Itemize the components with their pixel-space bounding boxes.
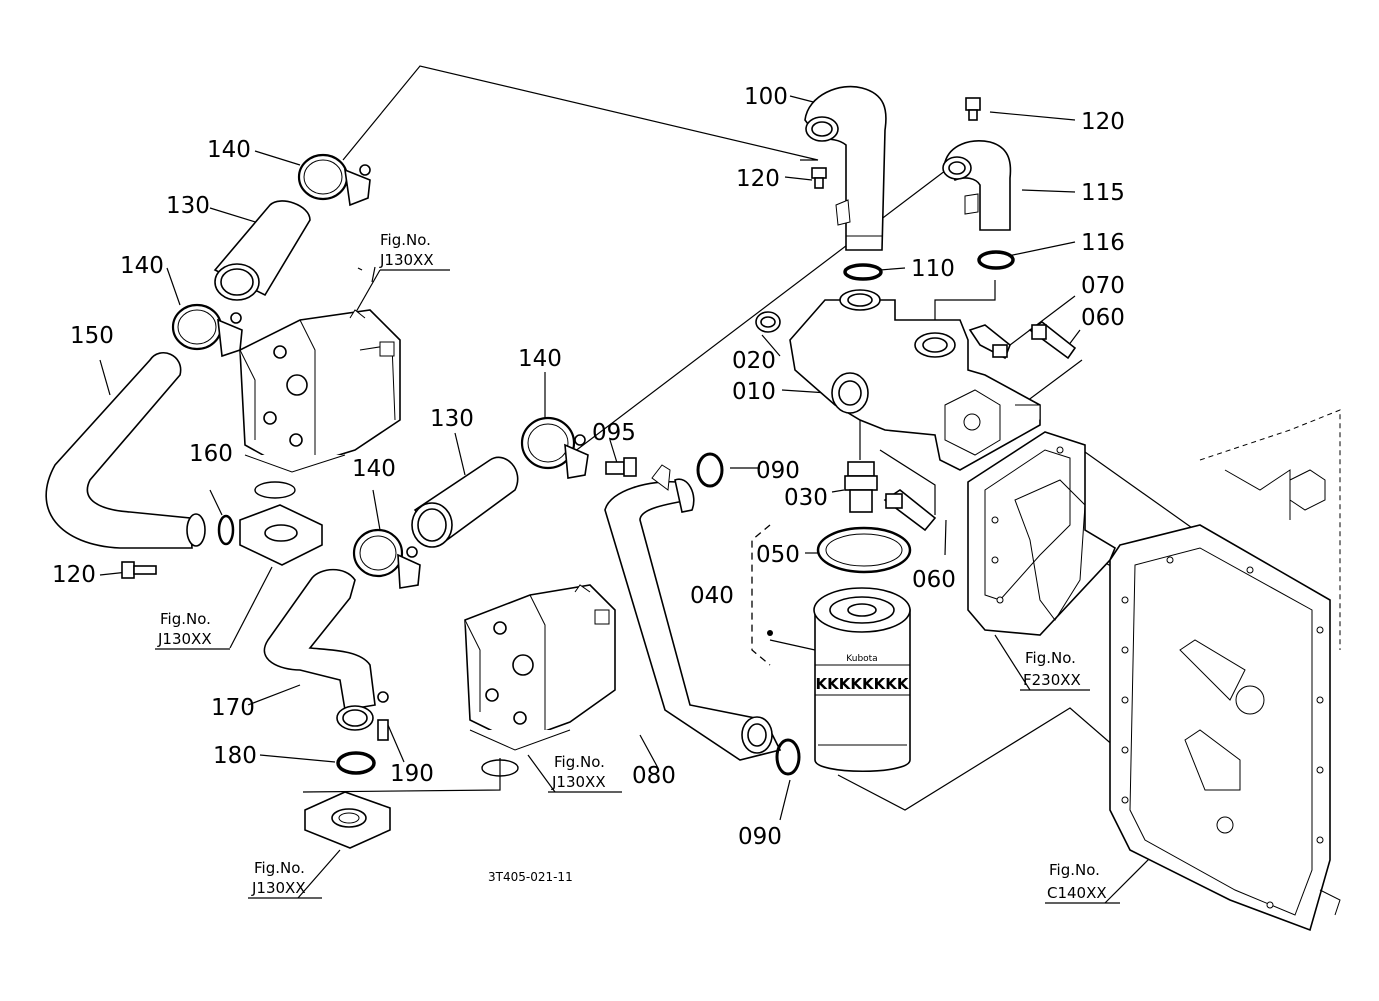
fig-ref-5: Fig.No. F230XX [1023, 649, 1081, 689]
svg-text:J130XX: J130XX [551, 773, 606, 791]
label-060-top: 060 [1081, 305, 1125, 331]
label-050: 050 [756, 542, 800, 568]
label-120-top: 120 [1081, 109, 1125, 135]
part-number-labels: 100 120 120 115 116 110 070 060 020 010 … [52, 84, 1125, 850]
label-140-d: 140 [352, 456, 396, 482]
hose-130-b [411, 456, 519, 548]
label-180: 180 [213, 743, 257, 769]
svg-text:Fig.No.: Fig.No. [1049, 861, 1100, 879]
label-116: 116 [1081, 230, 1125, 256]
svg-text:J130XX: J130XX [157, 630, 212, 648]
label-140-c: 140 [518, 346, 562, 372]
hose-170 [263, 568, 389, 731]
label-190: 190 [390, 761, 434, 787]
label-150: 150 [70, 323, 114, 349]
pipe-080 [604, 464, 782, 761]
figure-references: Fig.No. J130XX Fig.No. J130XX Fig.No. J1… [157, 231, 1107, 902]
bolt-060-bottom [883, 489, 937, 532]
label-140-a: 140 [207, 137, 251, 163]
oil-filter: Kubota KKKKKKKK [813, 587, 911, 773]
clamp-140-c [520, 416, 589, 479]
o-ring-110 [843, 263, 883, 281]
plug-120-left [121, 561, 157, 579]
fig-ref-6: Fig.No. C140XX [1047, 861, 1107, 902]
svg-text:J130XX: J130XX [251, 879, 306, 897]
gasket-050 [816, 526, 912, 574]
fig-ref-2: Fig.No. J130XX [157, 610, 212, 648]
label-095: 095 [592, 420, 636, 446]
label-080: 080 [632, 763, 676, 789]
svg-text:F230XX: F230XX [1023, 671, 1081, 689]
label-090-bottom: 090 [738, 824, 782, 850]
fig-ref-1: Fig.No. J130XX [379, 231, 434, 269]
svg-text:C140XX: C140XX [1047, 884, 1107, 902]
filter-brand-text: Kubota [846, 654, 877, 664]
suction-pipe-100 [804, 85, 887, 251]
label-140-b: 140 [120, 253, 164, 279]
o-ring-116 [977, 250, 1015, 270]
svg-text:J130XX: J130XX [379, 251, 434, 269]
label-060-bottom: 060 [912, 567, 956, 593]
filter-band-text: KKKKKKKK [816, 675, 910, 693]
plug-120-mid [811, 167, 827, 189]
bolt-060-top [1028, 321, 1077, 360]
hydraulic-pump-lower [464, 584, 616, 751]
label-030: 030 [784, 485, 828, 511]
label-170: 170 [211, 695, 255, 721]
o-ring-180 [336, 751, 376, 775]
nipple-030 [844, 461, 878, 513]
flange-lower [304, 759, 519, 849]
fig-ref-3: Fig.No. J130XX [551, 753, 606, 791]
hose-130-a [213, 200, 311, 301]
clamp-140-d [352, 528, 421, 589]
label-130-a: 130 [166, 193, 210, 219]
label-115: 115 [1081, 180, 1125, 206]
elbow-115 [942, 140, 1012, 231]
hose-150 [45, 351, 193, 549]
label-130-b: 130 [430, 406, 474, 432]
transmission-case [1109, 409, 1341, 932]
housing-f230 [967, 431, 1117, 636]
flange-left [239, 481, 323, 566]
label-120-left: 120 [52, 562, 96, 588]
label-090-top: 090 [756, 458, 800, 484]
drawing-number: 3T405-021-11 [488, 870, 573, 884]
clamp-140-b [171, 303, 243, 358]
label-110: 110 [911, 256, 955, 282]
clamp-140-a [297, 153, 371, 207]
o-ring-090-top [696, 452, 724, 488]
label-040: 040 [690, 583, 734, 609]
label-070: 070 [1081, 273, 1125, 299]
svg-text:Fig.No.: Fig.No. [1025, 649, 1076, 667]
bolt-070 [968, 324, 1011, 360]
label-020: 020 [732, 348, 776, 374]
o-ring-090-bottom [775, 738, 801, 776]
bracket-040 [751, 524, 773, 666]
fitting-095 [605, 457, 637, 477]
plug-120-top [965, 97, 981, 121]
label-120-mid: 120 [736, 166, 780, 192]
fig-ref-4: Fig.No. J130XX [251, 859, 306, 897]
fitting-160 [186, 513, 235, 547]
svg-text:Fig.No.: Fig.No. [380, 231, 431, 249]
label-010: 010 [732, 379, 776, 405]
label-100: 100 [744, 84, 788, 110]
screw-190 [377, 719, 389, 741]
svg-text:Fig.No.: Fig.No. [554, 753, 605, 771]
hydraulic-pump-upper [239, 309, 401, 473]
bushing-020 [755, 311, 781, 333]
svg-text:Fig.No.: Fig.No. [160, 610, 211, 628]
svg-text:Fig.No.: Fig.No. [254, 859, 305, 877]
filter-block-010 [789, 289, 1041, 471]
label-160: 160 [189, 441, 233, 467]
